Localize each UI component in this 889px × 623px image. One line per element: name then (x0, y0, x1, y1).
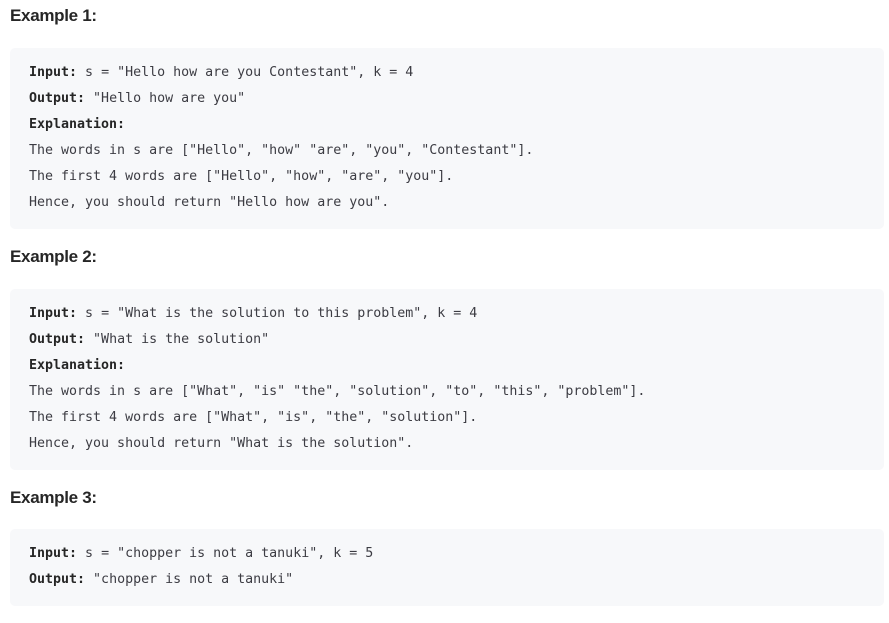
explanation-line: The words in s are ["Hello", "how" "are"… (29, 143, 534, 158)
explanation-label: Explanation: (29, 358, 126, 373)
output-value: "What is the solution" (85, 332, 270, 347)
output-line: Output: "What is the solution" (29, 327, 884, 353)
output-label: Output: (29, 572, 86, 587)
output-value: "Hello how are you" (85, 91, 246, 106)
input-value: s = "chopper is not a tanuki", k = 5 (77, 546, 374, 561)
explanation-label-line: Explanation: (29, 112, 884, 138)
example-3-code-block: Input: s = "chopper is not a tanuki", k … (10, 529, 884, 606)
explanation-label: Explanation: (29, 117, 126, 132)
input-label: Input: (29, 65, 78, 80)
output-line: Output: "chopper is not a tanuki" (29, 567, 884, 593)
output-label: Output: (29, 332, 86, 347)
output-label: Output: (29, 91, 86, 106)
explanation-line: The words in s are ["What", "is" "the", … (29, 384, 646, 399)
input-label: Input: (29, 546, 78, 561)
example-1-code-block: Input: s = "Hello how are you Contestant… (10, 48, 884, 229)
input-line: Input: s = "What is the solution to this… (29, 301, 884, 327)
example-3-title: Example 3: (10, 488, 97, 507)
output-line: Output: "Hello how are you" (29, 86, 884, 112)
input-label: Input: (29, 306, 78, 321)
explanation-line: The first 4 words are ["What", "is", "th… (29, 410, 478, 425)
explanation-line: Hence, you should return "Hello how are … (29, 195, 390, 210)
input-line: Input: s = "chopper is not a tanuki", k … (29, 541, 884, 567)
explanation-line: Hence, you should return "What is the so… (29, 436, 414, 451)
input-value: s = "What is the solution to this proble… (77, 306, 478, 321)
input-value: s = "Hello how are you Contestant", k = … (77, 65, 414, 80)
example-1-title: Example 1: (10, 6, 97, 25)
example-2-code-block: Input: s = "What is the solution to this… (10, 289, 884, 470)
output-value: "chopper is not a tanuki" (85, 572, 294, 587)
explanation-line: The first 4 words are ["Hello", "how", "… (29, 169, 454, 184)
example-2-title: Example 2: (10, 247, 97, 266)
input-line: Input: s = "Hello how are you Contestant… (29, 60, 884, 86)
explanation-label-line: Explanation: (29, 353, 884, 379)
